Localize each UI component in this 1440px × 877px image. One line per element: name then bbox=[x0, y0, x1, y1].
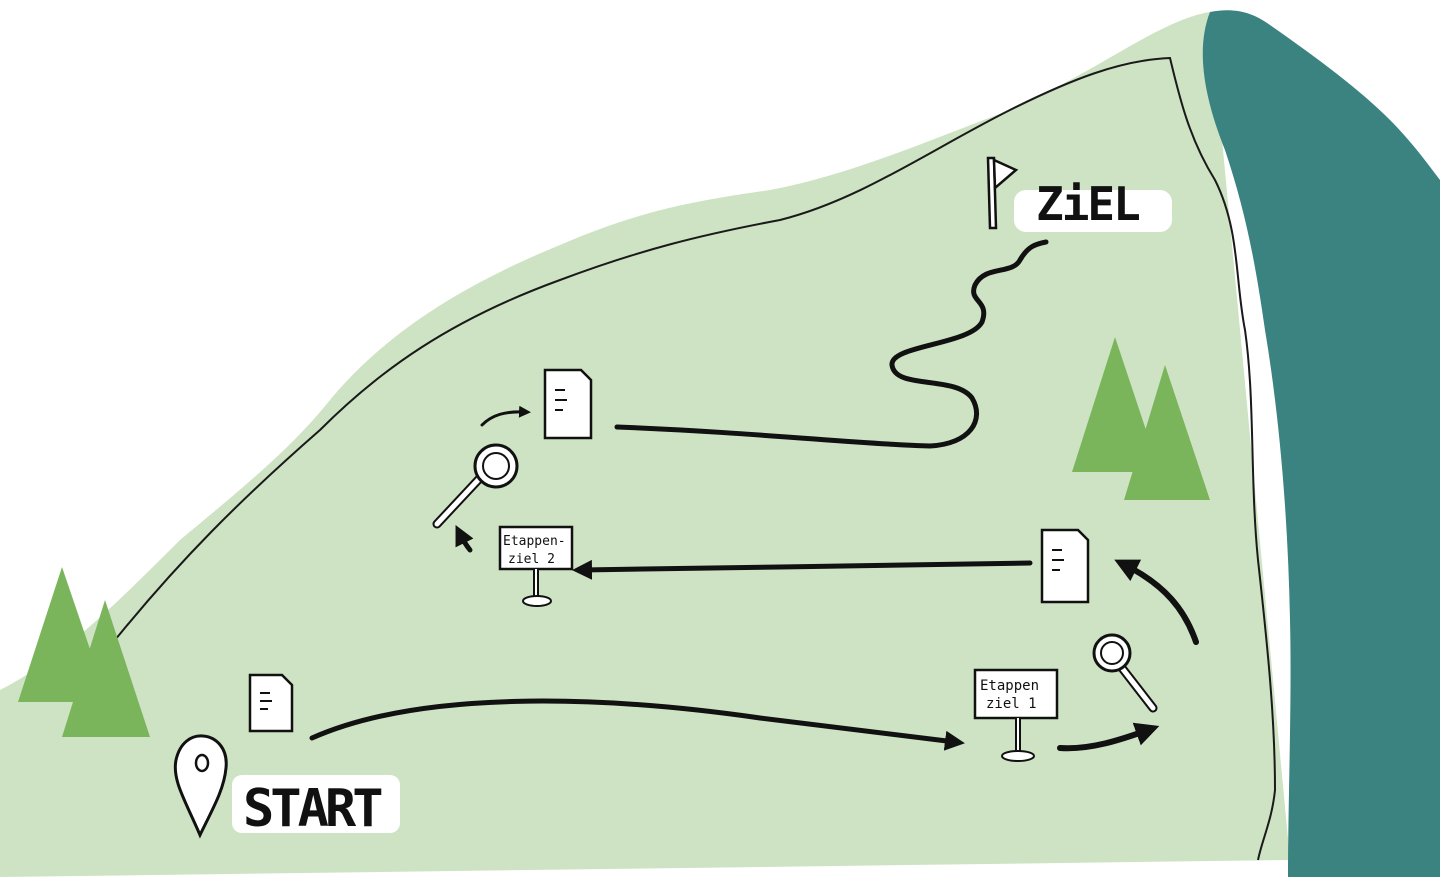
cliff bbox=[1202, 10, 1440, 877]
document-icon bbox=[1040, 528, 1090, 604]
goal-label-text: ZiEL bbox=[1036, 177, 1139, 231]
document-icon bbox=[543, 368, 593, 440]
signpost-icon: Etappen ziel 1 bbox=[973, 668, 1059, 762]
magnifier-icon bbox=[432, 443, 519, 529]
mountain-outline bbox=[114, 56, 1277, 861]
tree-icon bbox=[1124, 365, 1210, 500]
stage1-line1: Etappen bbox=[980, 678, 1039, 694]
signpost-icon: Etappen- ziel 2 bbox=[498, 525, 574, 607]
tree-icon bbox=[1072, 337, 1160, 472]
stage2-line1: Etappen- bbox=[503, 534, 566, 549]
tree-icon bbox=[62, 600, 150, 737]
route-path bbox=[309, 239, 1199, 752]
magnifier-icon bbox=[1092, 633, 1158, 713]
stage2-line2: ziel 2 bbox=[508, 552, 555, 567]
start-label: START bbox=[232, 775, 400, 839]
start-label-text: START bbox=[243, 779, 382, 839]
goal-label: ZiEL bbox=[1014, 177, 1172, 232]
map-pin-icon bbox=[173, 734, 228, 839]
stage1-line2: ziel 1 bbox=[986, 696, 1037, 712]
meadow-hill bbox=[0, 12, 1290, 877]
flag-icon bbox=[986, 156, 1019, 230]
document-icon bbox=[248, 673, 294, 733]
